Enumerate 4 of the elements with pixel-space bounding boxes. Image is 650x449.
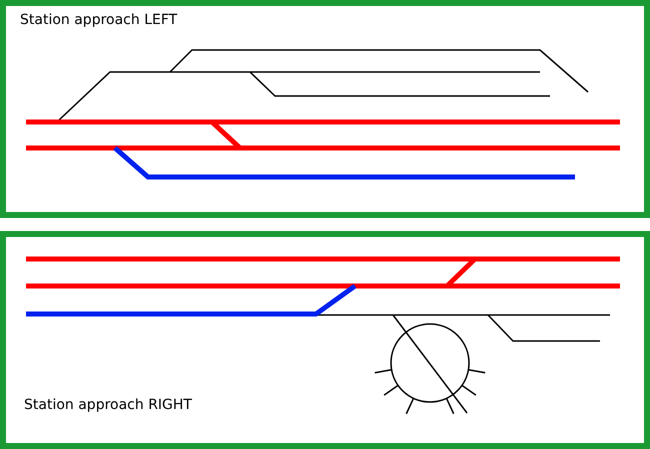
panel-frame	[0, 231, 650, 449]
panel-title: Station approach LEFT	[20, 12, 178, 28]
panel-title: Station approach RIGHT	[24, 397, 192, 413]
panel-frame	[0, 0, 650, 218]
